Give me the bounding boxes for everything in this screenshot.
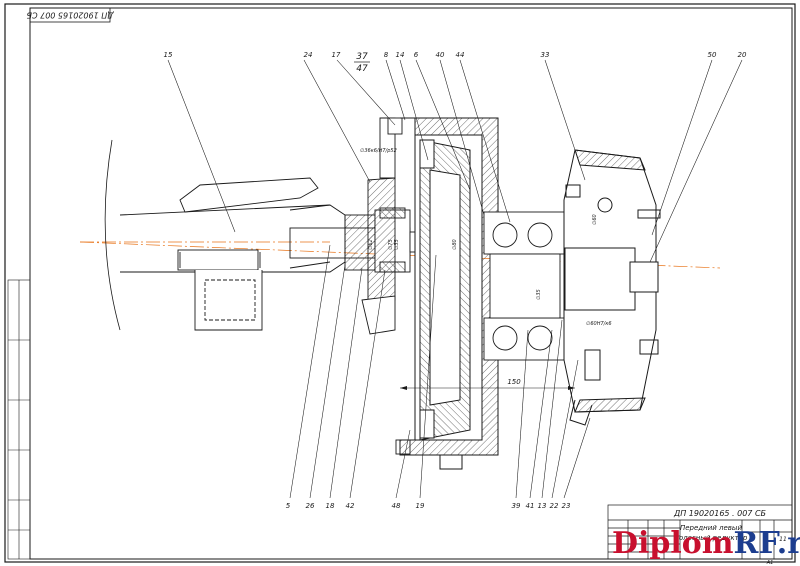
watermark-part-2: RF.ru: [733, 526, 800, 561]
callout: 41: [526, 502, 535, 510]
callout: 6: [414, 51, 419, 59]
title-block-format: A1: [766, 560, 774, 566]
dimension-length: 150: [400, 378, 575, 390]
dim-d4: ∅35: [394, 239, 400, 250]
dim-d5: ∅80: [452, 239, 458, 250]
title-block-name-1: Передний левый: [680, 524, 742, 532]
callout: 5: [286, 502, 291, 510]
callout: 19: [416, 502, 425, 510]
callout: 22: [550, 502, 559, 510]
callouts-bottom: 5 26 18 42 48 19 39 41 13 22 23: [286, 502, 571, 510]
section-mark-top: 37: [356, 52, 368, 62]
callout: 44: [456, 51, 465, 59]
callout: 26: [306, 502, 315, 510]
leader-lines-top: [167, 59, 743, 263]
left-stamp-strip: [7, 279, 31, 560]
bearings: [483, 211, 565, 361]
rotated-code: ДП 19020165 007 СБ: [26, 11, 114, 20]
dim-d3: ∅62: [368, 239, 374, 250]
inner-frame: [29, 7, 793, 560]
hub-drum: [399, 117, 499, 470]
dim-d7: ∅60: [592, 214, 598, 225]
callout: 13: [538, 502, 547, 510]
knuckle-arc: [104, 139, 121, 331]
callout: 15: [164, 51, 173, 59]
dim-d2: ∅75: [388, 239, 394, 250]
knuckle-flange: [361, 117, 411, 455]
dim-d1: ∅36к6/H7/p52: [360, 148, 397, 154]
title-block-sheet: 11: [779, 536, 787, 543]
watermark-logo: DiplomRF.ru: [612, 524, 800, 564]
callout: 42: [346, 502, 355, 510]
leader-lines-bottom: [289, 244, 591, 499]
rotated-code-box: ДП 19020165 007 СБ: [26, 7, 114, 23]
wheel-hub: [563, 149, 661, 426]
callout: 23: [562, 502, 571, 510]
dim-d6: ∅35: [536, 289, 542, 300]
watermark-part-1: Diplom: [612, 526, 734, 561]
callout: 48: [392, 502, 401, 510]
section-mark: 37 47: [354, 52, 370, 74]
axle-housing: [119, 177, 346, 331]
callout: 20: [738, 51, 747, 59]
callout: 33: [541, 51, 550, 59]
title-block: [607, 504, 793, 560]
title-block-name-2: колесный редуктор: [675, 534, 748, 542]
callouts-top: 15 24 17 8 14 6 40 44 33 50 20: [164, 51, 747, 59]
dim-d8: ∅60H7/к6: [586, 321, 612, 327]
callout: 39: [512, 502, 521, 510]
section-mark-bottom: 47: [356, 64, 368, 74]
callout: 8: [384, 51, 389, 59]
callout: 24: [304, 51, 313, 59]
title-block-code: ДП 19020165 . 007 СБ: [673, 509, 767, 518]
callout: 14: [396, 51, 405, 59]
callout: 40: [436, 51, 445, 59]
callout: 50: [708, 51, 717, 59]
callout: 18: [326, 502, 335, 510]
callout: 17: [332, 51, 341, 59]
dim-length-text: 150: [507, 378, 521, 386]
outer-frame: [4, 3, 796, 563]
